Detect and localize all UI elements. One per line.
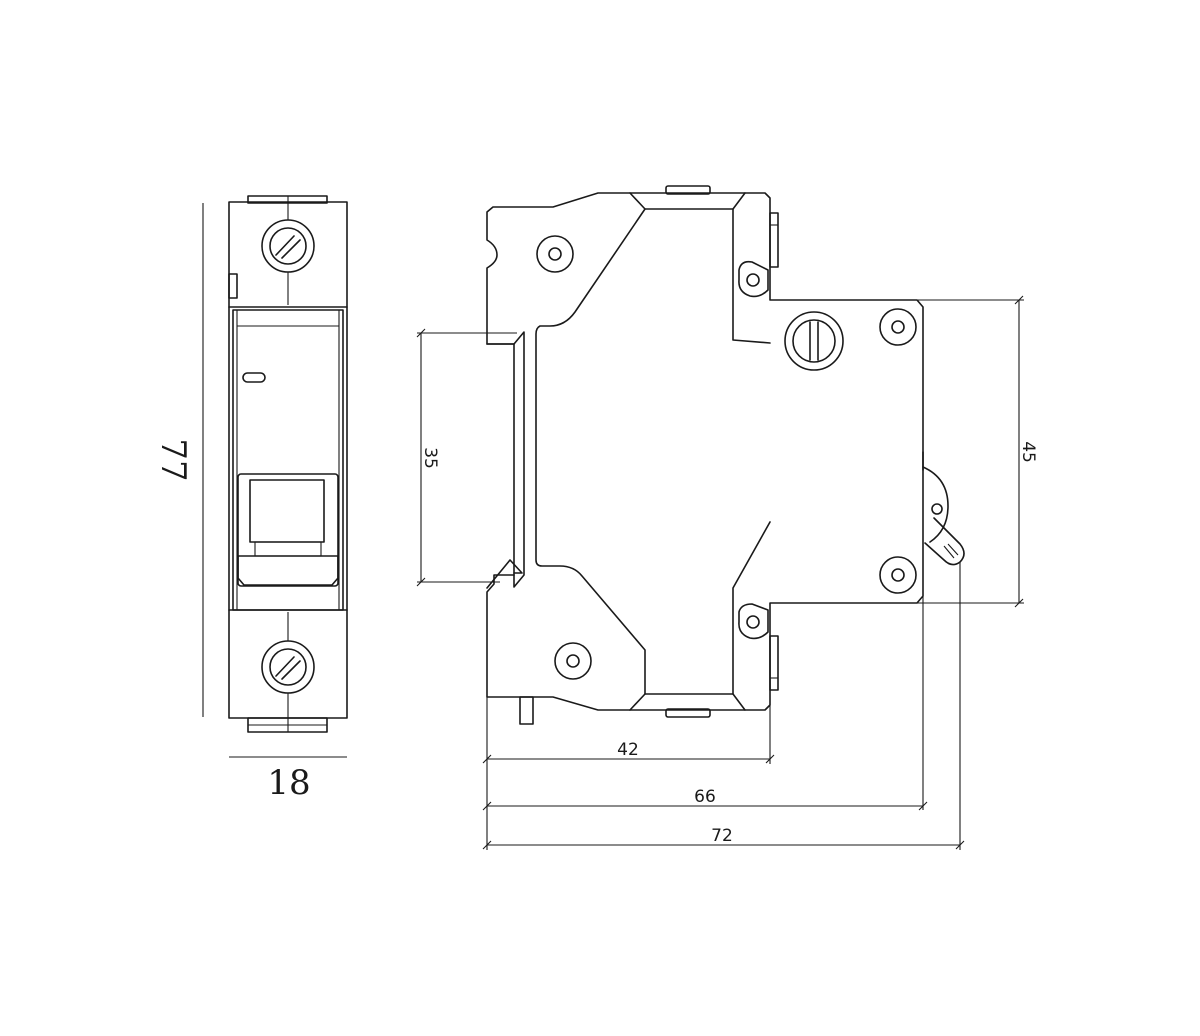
front-side-tab — [228, 273, 238, 299]
side-hole-top-left-icon — [536, 235, 574, 273]
front-top-screw-icon — [261, 219, 315, 273]
dim-45-label: 45 — [1018, 441, 1038, 463]
side-hole-top-right-icon — [738, 260, 769, 298]
side-hole-right-lower-icon — [879, 556, 917, 594]
side-center-window — [535, 208, 646, 695]
side-top-clip — [665, 185, 711, 195]
dim-72-label: 72 — [711, 826, 733, 846]
front-indicator-slot — [242, 372, 266, 383]
side-inner-top-bevel — [629, 192, 746, 210]
front-toggle-lever — [237, 473, 339, 587]
side-hole-right-upper-icon — [879, 308, 917, 346]
side-hole-bottom-left-icon — [554, 642, 592, 680]
side-adjust-screw-icon — [784, 311, 844, 371]
side-inner-recess — [732, 208, 771, 695]
side-toggle-handle-icon — [922, 451, 965, 566]
side-housing-outline — [486, 192, 924, 711]
side-hole-bottom-right-icon — [738, 603, 769, 640]
side-bottom-clip — [665, 708, 711, 718]
dimension-ticks — [416, 295, 1024, 850]
dim-35-label: 35 — [420, 447, 440, 469]
side-view: 35 45 42 66 72 — [416, 185, 1038, 850]
front-width-label: 18 — [267, 763, 310, 803]
front-cover-panel — [232, 309, 344, 611]
side-latch-tab — [519, 696, 534, 725]
side-inner-bottom-bevel — [629, 693, 746, 711]
front-bottom-screw-icon — [261, 640, 315, 694]
front-height-label: 77 — [153, 438, 193, 481]
side-right-bottom-tab — [769, 635, 779, 691]
side-din-rail-slot — [486, 343, 515, 576]
front-view: 77 18 — [153, 195, 348, 803]
side-right-top-tab — [769, 212, 779, 268]
dim-66-label: 66 — [694, 787, 716, 807]
dim-42-label: 42 — [617, 740, 639, 760]
